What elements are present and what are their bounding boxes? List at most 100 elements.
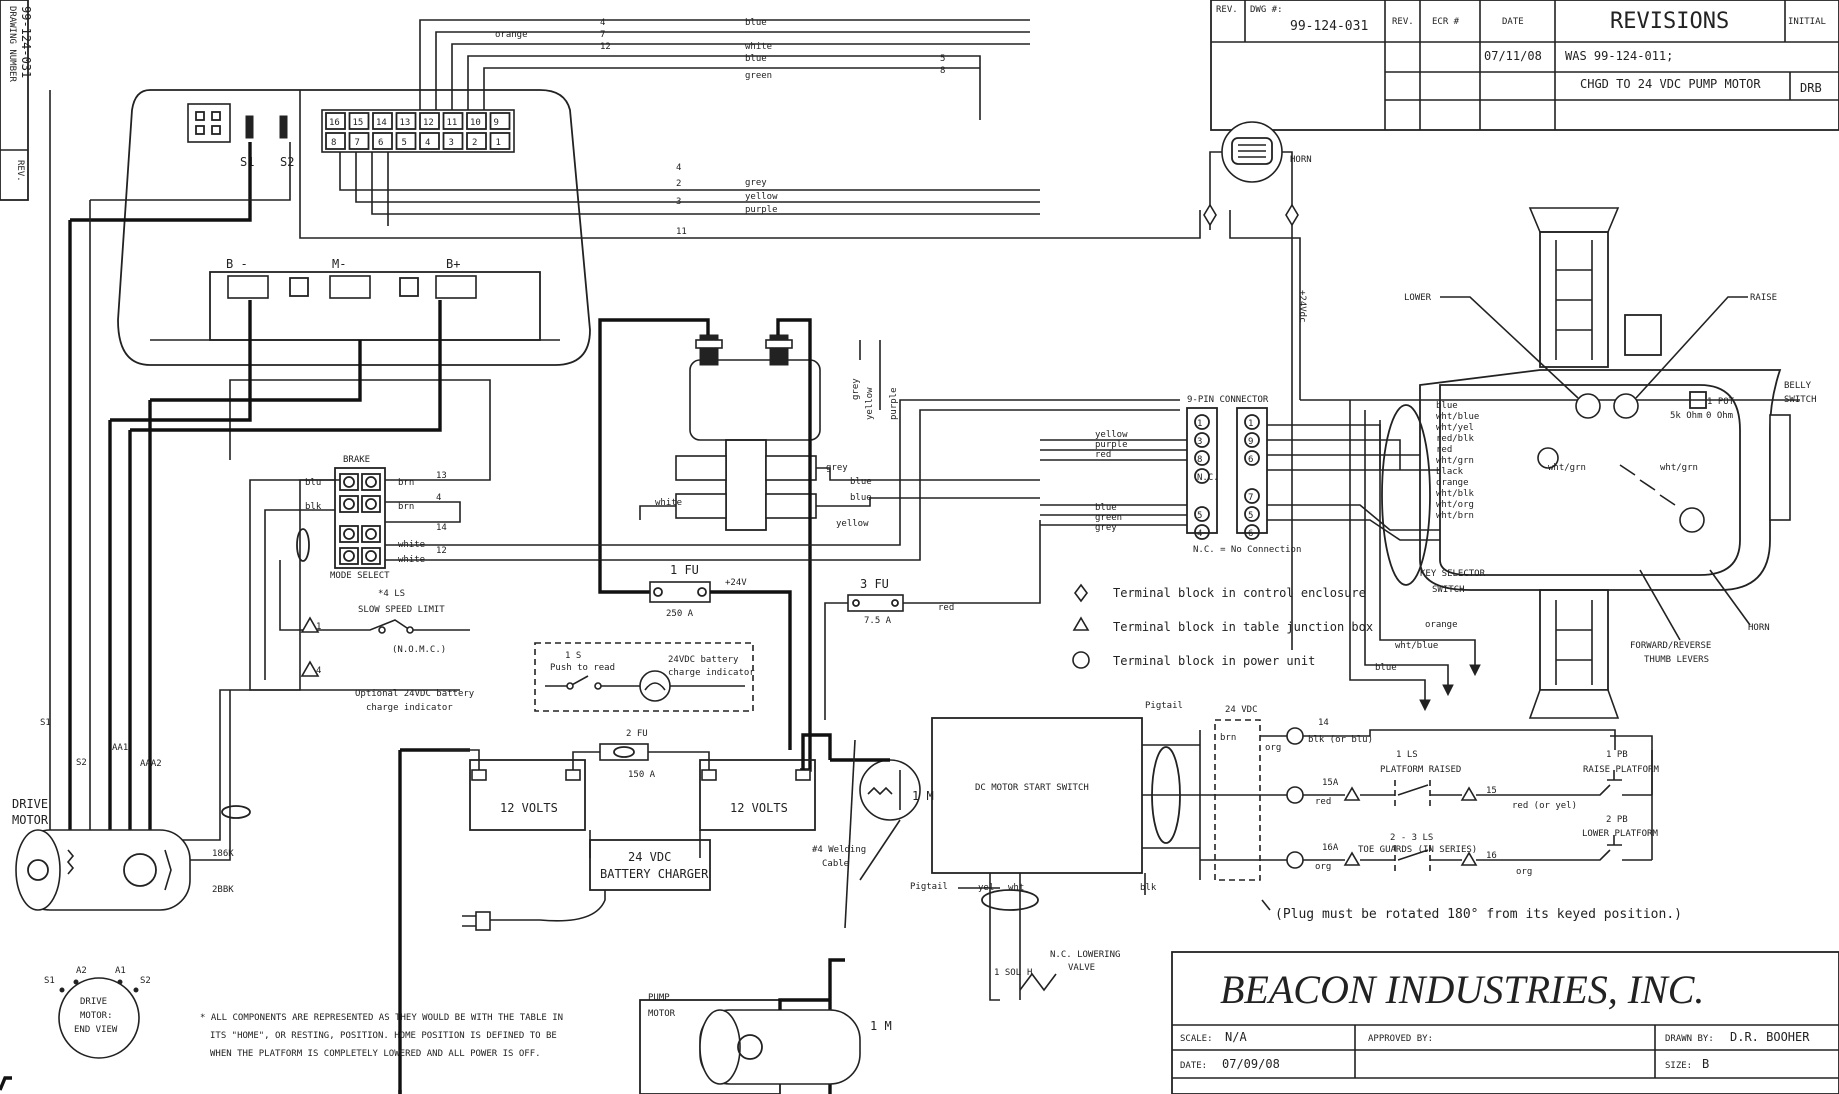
motor-1m-label: 1 M <box>912 789 934 803</box>
belly-2: SWITCH <box>1784 395 1817 405</box>
dc-switch-label: DC MOTOR START SWITCH <box>975 783 1089 793</box>
handle-w4: wht/grn <box>1548 463 1586 473</box>
r3-num: 16 <box>1486 851 1497 861</box>
nine-pin-left <box>1194 414 1210 430</box>
legend: Terminal block in control enclosure Term… <box>1072 583 1373 669</box>
rev-initial: DRB <box>1800 81 1822 95</box>
pigtail: Pigtail <box>1145 701 1183 711</box>
revision-header: REV. DWG #: 99-124-031 REV. ECR # DATE R… <box>1210 0 1839 131</box>
wire-mid-color-1: grey <box>745 178 767 188</box>
connector-pin <box>395 112 417 130</box>
connector-pin <box>466 132 487 150</box>
push-to-read: Push to read <box>550 663 615 673</box>
fuse-2-amp: 150 A <box>628 770 656 780</box>
lower-button-icon <box>1575 393 1601 419</box>
sol-wire-7: yellow <box>865 387 875 420</box>
ls4-label: *4 LS <box>378 589 405 599</box>
dwg-header: DWG #: <box>1250 5 1283 15</box>
terminal <box>339 547 359 565</box>
nine-pin-left <box>1194 468 1210 484</box>
connector-pin-label: 5 <box>402 138 407 148</box>
connector-pin-label: 12 <box>423 118 434 128</box>
wire-mid-num-3: 3 <box>676 197 681 207</box>
b-minus-terminal: B - <box>226 257 248 271</box>
legend-diamond-icon <box>1074 583 1088 603</box>
connector-pin <box>325 132 346 150</box>
control-wire-label: red/blk <box>1436 434 1475 444</box>
connector-pin-label: 8 <box>331 138 336 148</box>
nine-pin-left-label: 1 <box>1197 419 1202 429</box>
date-col: DATE <box>1502 17 1524 27</box>
nine-pin-right-label: 6 <box>1248 455 1253 465</box>
terminal-screw <box>365 498 377 510</box>
wire-mid-num-2: 2 <box>676 179 681 189</box>
connector-pin-label: 4 <box>425 138 430 148</box>
nine-pin-left-label: 5 <box>1197 511 1202 521</box>
top-wires: blue orange white blue green 4 7 12 5 8 … <box>299 18 1301 400</box>
connector-pin-label: 15 <box>353 118 364 128</box>
lower-label: LOWER <box>1404 293 1432 303</box>
fuse-1-amp: 250 A <box>666 609 694 619</box>
end-view-2: MOTOR: <box>80 1011 113 1021</box>
legend-triangle-icon <box>1072 616 1090 631</box>
drive-end-view: DRIVE MOTOR: END VIEW A2 A1 S1 S2 <box>44 966 151 1059</box>
pot-0: 0 Ohm <box>1706 411 1733 421</box>
size-label: SIZE: <box>1665 1061 1692 1071</box>
r1-wire: 14 <box>1318 718 1329 728</box>
fuse-1: 1 FU <box>670 563 699 577</box>
r3-tail: org <box>1516 867 1532 877</box>
r2-label: red <box>1315 797 1331 807</box>
nine-pin-left-label: N.C. <box>1197 473 1219 483</box>
brake-left-2: blk <box>305 502 322 512</box>
scale-value: N/A <box>1225 1030 1247 1044</box>
connector-pin-label: 13 <box>400 118 411 128</box>
connector-pin <box>489 112 511 130</box>
terminal <box>339 473 359 491</box>
nine-wire-4: blue <box>1095 503 1117 513</box>
wire-mid-num-1: 4 <box>676 163 681 173</box>
charger-label-2: BATTERY CHARGER <box>600 867 709 881</box>
battery-1 <box>469 759 586 831</box>
connector-pin-label: 11 <box>447 118 458 128</box>
drawn-label: DRAWN BY: <box>1665 1034 1714 1044</box>
b-plus-terminal: B+ <box>446 257 460 271</box>
battery-2 <box>699 759 816 831</box>
r3-wire: 16A <box>1322 843 1339 853</box>
rev-label-side: REV. <box>15 160 25 182</box>
wire-mid-color-2: yellow <box>745 192 778 202</box>
indicator-2: charge indicator <box>668 668 755 678</box>
drive-wire-aa1: AA1 <box>112 743 128 753</box>
pb1-1: 1 PB <box>1606 750 1628 760</box>
rev-desc-2: CHGD TO 24 VDC PUMP MOTOR <box>1580 77 1761 91</box>
pump-motor: PUMP MOTOR 1 M <box>639 993 892 1094</box>
connector-pin-label: 10 <box>470 118 481 128</box>
connector-pin-label: 3 <box>449 138 454 148</box>
sol-wire-3: blue <box>850 493 872 503</box>
sol-wire-5: white <box>655 498 682 508</box>
r2-tail: red (or yel) <box>1512 801 1577 811</box>
key-selector-1: KEY SELECTOR <box>1420 569 1486 579</box>
legend-1: Terminal block in control enclosure <box>1113 586 1366 600</box>
connector-pin <box>348 112 370 130</box>
mode-select-label: MODE SELECT <box>330 571 390 581</box>
wire-num-3: 12 <box>600 42 611 52</box>
terminal-screw <box>365 476 377 488</box>
nine-pin-right-label: 1 <box>1248 419 1253 429</box>
connector-pin <box>419 132 440 150</box>
nine-pin-right <box>1244 524 1260 540</box>
fuse-3-wire: red <box>938 603 954 613</box>
terminal-screw <box>343 498 355 510</box>
horn-note: +24Vdc <box>1297 290 1307 323</box>
ecr-col: ECR # <box>1432 17 1460 27</box>
footnote-line-2: ITS "HOME", OR RESTING, POSITION. HOME P… <box>210 1031 557 1041</box>
drive-wire-s2: S2 <box>76 758 87 768</box>
connector-pin <box>489 132 511 150</box>
wire-num-1: 4 <box>600 18 605 28</box>
legend-3: Terminal block in power unit <box>1113 654 1315 668</box>
pt-wire-yel: yel <box>978 883 994 893</box>
terminal <box>361 547 381 565</box>
r1-label: blk (or blu) <box>1308 735 1373 745</box>
footnote: * ALL COMPONENTS ARE REPRESENTED AS THEY… <box>0 1013 563 1091</box>
nomc-label: (N.O.M.C.) <box>392 645 446 655</box>
